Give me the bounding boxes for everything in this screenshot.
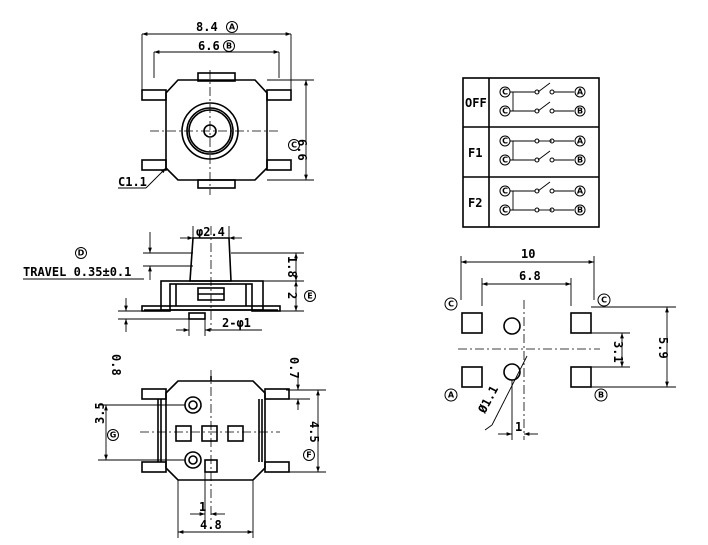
contact-point: [534, 157, 540, 163]
row-off-label: OFF: [465, 96, 487, 110]
contact-point: [549, 89, 555, 95]
terminal-letter: C: [502, 206, 508, 215]
pad-pitch-label: 6.8: [519, 269, 541, 283]
row-f1-label: F1: [468, 146, 482, 160]
offset-label: 1: [515, 420, 522, 434]
terminal-letter: B: [577, 206, 583, 215]
body-height-ref: C: [291, 141, 297, 150]
terminal-letter: C: [502, 187, 508, 196]
body-depth-label: 4.5: [307, 421, 321, 443]
pad-gap-label: 3.1: [611, 341, 625, 363]
pad-c-right-ref: C: [601, 296, 607, 305]
contact-point: [549, 157, 555, 163]
pad-b-ref: B: [598, 391, 604, 400]
travel-label: TRAVEL 0.35±0.1: [23, 265, 131, 279]
body-depth-ref: F: [306, 451, 311, 460]
hole-diameter-label: Ø1.1: [475, 383, 501, 416]
chamfer-label: C1.1: [118, 175, 147, 189]
body-height-side-label: 2: [285, 292, 299, 299]
body-height-label: 6.6: [295, 139, 309, 161]
boss-diameter-label: 2-φ1: [222, 316, 251, 330]
footprint-view: 10 6.8 C C A B 5.9 3.1: [444, 247, 676, 440]
schematic-rows: C A C B C A C B C A C B: [499, 82, 586, 216]
pad-span-label: 5.9: [656, 337, 670, 359]
terminal-circle: [574, 185, 586, 197]
gap-label: 0.7: [287, 357, 301, 379]
body-height-side-ref: E: [307, 292, 312, 301]
actuator-height-label: 1.8: [285, 256, 299, 278]
overall-width-ref: A: [229, 23, 236, 32]
pad-a-ref: A: [448, 391, 455, 400]
side-view: φ2.4 D TRAVEL 0.35±0.1 1.8 2 E 2-φ1: [23, 225, 316, 336]
switch-blade-open: [537, 181, 551, 192]
terminal-letter: A: [577, 88, 584, 97]
contact-point: [549, 108, 555, 114]
terminal-circle: [574, 105, 586, 117]
terminal-letter: C: [502, 107, 508, 116]
terminal-letter: B: [577, 107, 583, 116]
pin-span-label: 3.5: [93, 402, 107, 424]
terminal-circle: [574, 204, 586, 216]
terminal-letter: A: [577, 137, 584, 146]
pin-span-ref: G: [110, 431, 117, 440]
body-width-label: 6.6: [198, 39, 220, 53]
pad-c-left-ref: C: [448, 300, 454, 309]
bottom-view: 0.8 0.7 4.5 F: [93, 298, 326, 538]
row-f2-label: F2: [468, 196, 482, 210]
terminal-letter: A: [577, 187, 584, 196]
terminal-letter: C: [502, 156, 508, 165]
travel-ref: D: [78, 249, 85, 258]
terminal-circle: [574, 154, 586, 166]
switch-blade-open: [537, 101, 551, 112]
terminal-letter: C: [502, 88, 508, 97]
contact-point: [534, 188, 540, 194]
body-width-ref: B: [226, 42, 232, 51]
terminal-circle: [574, 135, 586, 147]
standoff-label: 0.8: [109, 354, 123, 376]
footprint-width-label: 10: [521, 247, 535, 261]
actuator-diameter-label: φ2.4: [196, 225, 225, 239]
terminal-circle: [574, 86, 586, 98]
overall-width-label: 8.4: [196, 20, 218, 34]
contact-point: [549, 188, 555, 194]
terminal-letter: C: [502, 137, 508, 146]
pin-width-label: 1: [199, 500, 206, 514]
top-view: 8.4 A 6.6 B C 6.6 C1.1: [118, 20, 314, 195]
terminal-letter: B: [577, 156, 583, 165]
pin-pitch-label: 4.8: [200, 518, 222, 532]
switch-table: OFF F1 F2 C A C B C A C B C A C B: [462, 77, 600, 228]
contact-point: [534, 108, 540, 114]
contact-point: [534, 89, 540, 95]
switch-blade-open: [537, 150, 551, 161]
switch-blade-open: [537, 82, 551, 93]
